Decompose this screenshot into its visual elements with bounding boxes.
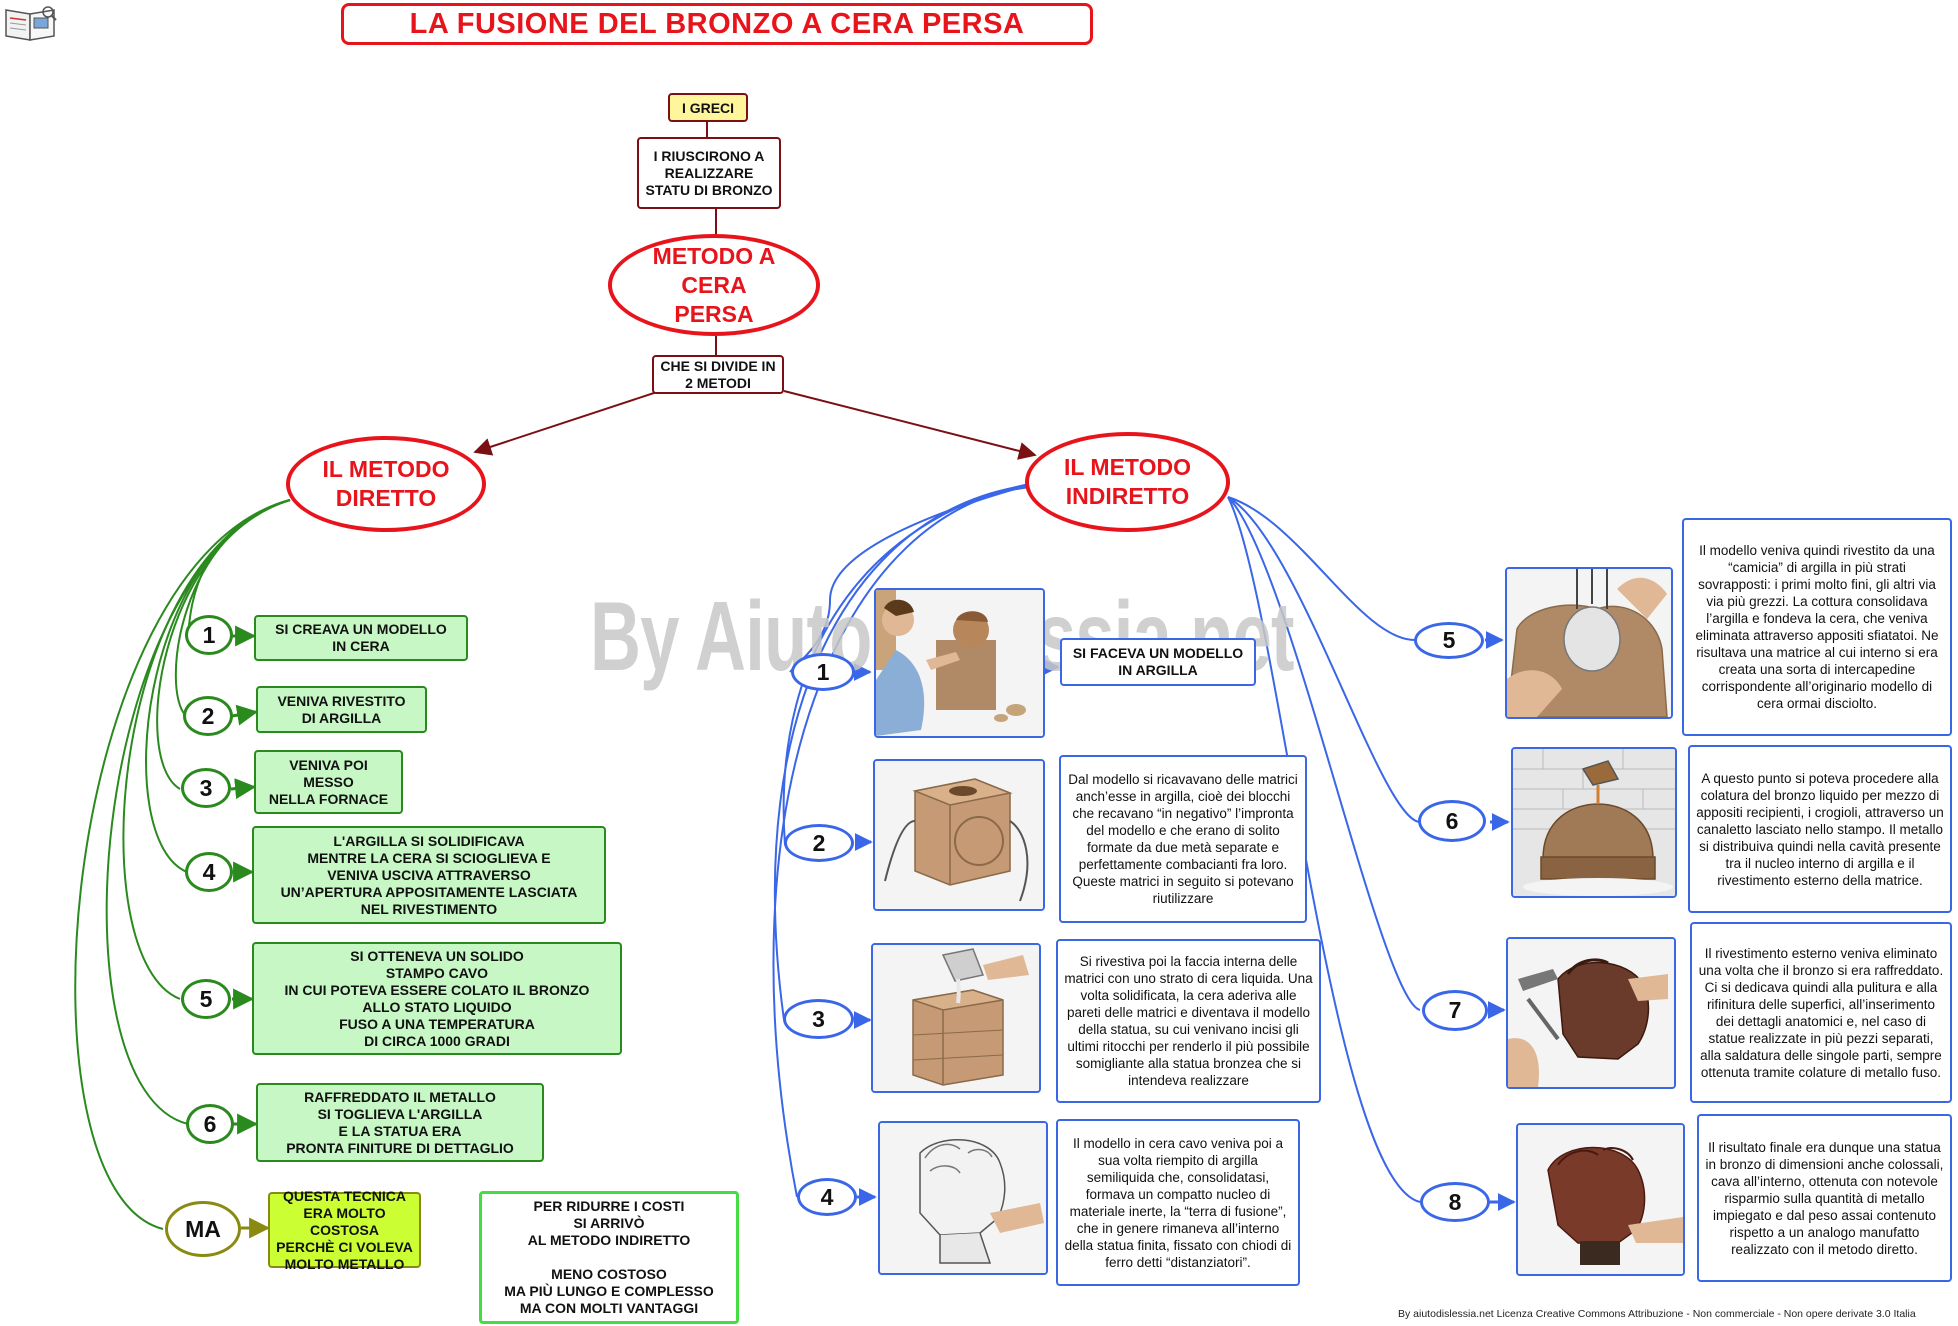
node-si-divide: CHE SI DIVIDE IN 2 METODI [652,355,784,394]
indiretto-step-text: Dal modello si ricavavano delle matrici … [1059,755,1307,923]
ma-cost-text: QUESTA TECNICA ERA MOLTO COSTOSA PERCHÈ … [268,1188,421,1272]
logo-book-icon [2,2,58,42]
indiretto-step-text: Il rivestimento esterno veniva eliminato… [1690,922,1952,1103]
diretto-step-text: L'ARGILLA SI SOLIDIFICAVA MENTRE LA CERA… [252,826,606,924]
diretto-step-number: 6 [186,1104,234,1144]
indiretto-step-number: 8 [1420,1182,1490,1222]
indiretto-step-number: 3 [783,999,854,1039]
indiretto-step-number: 1 [791,653,855,691]
indiretto-step-text: Il modello in cera cavo veniva poi a sua… [1056,1119,1300,1286]
node-riuscirono: I RIUSCIRONO A REALIZZARE STATU DI BRONZ… [637,137,781,209]
diretto-step-text: VENIVA RIVESTITO DI ARGILLA [256,686,427,733]
indiretto-step-number: 2 [784,824,854,862]
final-note-indiretto: PER RIDURRE I COSTI SI ARRIVÒ AL METODO … [479,1191,739,1324]
license-footer: By aiutodislessia.net Licenza Creative C… [1398,1308,1916,1320]
diretto-step-number: 4 [185,852,233,892]
diretto-step-text: SI CREAVA UN MODELLO IN CERA [254,615,468,661]
indiretto-step-number: 6 [1418,800,1486,842]
indiretto-step-text: Il modello veniva quindi rivestito da un… [1682,518,1952,736]
clay-coating-icon [1505,567,1673,719]
page-title: LA FUSIONE DEL BRONZO A CERA PERSA [341,3,1093,45]
indiretto-step-number: 4 [797,1178,857,1216]
clay-mold-icon [873,759,1045,911]
diretto-step-number: 1 [185,615,233,655]
indiretto-step-text: SI FACEVA UN MODELLO IN ARGILLA [1060,638,1256,686]
finishing-head-icon [1506,937,1676,1089]
indiretto-step-number: 5 [1414,622,1484,659]
sculptor-clay-icon [874,588,1045,738]
indiretto-step-text: A questo punto si poteva procedere alla … [1688,745,1952,913]
node-metodo-diretto: IL METODO DIRETTO [286,436,486,532]
bronze-casting-icon [1511,747,1677,898]
diretto-step-number: 5 [181,979,231,1019]
diretto-step-text: VENIVA POI MESSO NELLA FORNACE [254,750,403,814]
diretto-step-text: SI OTTENEVA UN SOLIDO STAMPO CAVO IN CUI… [252,942,622,1055]
wax-head-icon [878,1121,1048,1275]
node-metodo-cera-persa: METODO A CERA PERSA [608,234,820,336]
indiretto-step-text: Si rivestiva poi la faccia interna delle… [1056,939,1321,1103]
wax-pouring-icon [871,943,1041,1093]
diretto-step-text: RAFFREDDATO IL METALLO SI TOGLIEVA L'ARG… [256,1083,544,1162]
node-metodo-indiretto: IL METODO INDIRETTO [1025,432,1230,532]
ma-connector: MA [165,1201,241,1257]
diretto-step-number: 2 [183,696,233,736]
bronze-head-icon [1516,1123,1685,1276]
indiretto-step-text: Il risultato finale era dunque una statu… [1697,1114,1952,1282]
indiretto-step-number: 7 [1422,990,1488,1031]
diretto-step-number: 3 [181,768,231,808]
node-greci: I GRECI [668,93,748,122]
